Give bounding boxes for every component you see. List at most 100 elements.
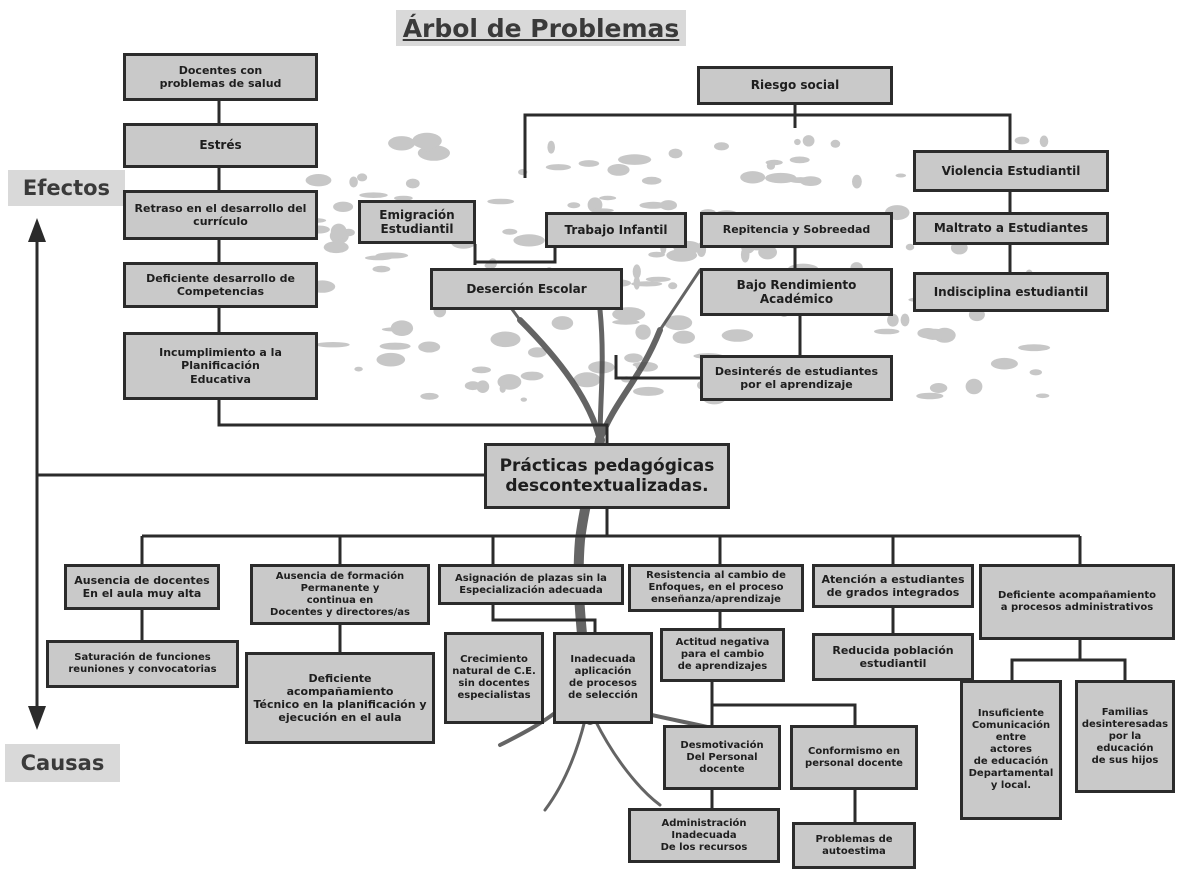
leaf-blot: [635, 324, 651, 340]
leaf-blot: [766, 162, 776, 170]
leaf-blot: [765, 172, 797, 184]
leaf-blot: [490, 331, 521, 348]
leaf-blot: [412, 132, 442, 149]
cause-actitud-negativa: Actitud negativa para el cambio de apren…: [660, 628, 785, 682]
leaf-blot: [497, 374, 522, 390]
leaf-blot: [487, 198, 515, 205]
cause-reducida-poblacion: Reducida población estudiantil: [812, 633, 974, 681]
leaf-blot: [394, 195, 413, 201]
leaf-blot: [551, 316, 574, 330]
leaf-blot: [721, 329, 754, 342]
leaf-blot: [633, 276, 640, 290]
leaf-blot: [740, 171, 766, 184]
effect-desercion-escolar: Deserción Escolar: [430, 268, 623, 310]
up-arrow-icon: [28, 218, 46, 242]
leaf-blot: [794, 138, 801, 146]
leaf-blot: [612, 307, 646, 322]
effect-incumplimiento-planificacion: Incumplimiento a la Planificación Educat…: [123, 332, 318, 400]
leaf-blot: [364, 255, 393, 261]
leaf-blot: [388, 136, 416, 151]
leaf-blot: [612, 319, 640, 325]
cause-atencion-grados: Atención a estudiantes de grados integra…: [812, 564, 974, 608]
leaf-blot: [599, 195, 617, 201]
leaf-blot: [520, 397, 527, 402]
leaf-blot: [632, 264, 641, 280]
leaf-blot: [740, 246, 750, 263]
leaf-blot: [372, 265, 391, 273]
leaf-blot: [929, 383, 948, 393]
cause-deficiente-acompanamiento-admin: Deficiente acompañamiento a procesos adm…: [979, 564, 1175, 640]
leaf-blot: [520, 371, 544, 381]
leaf-blot: [1014, 136, 1030, 145]
leaf-blot: [874, 328, 900, 335]
leaf-blot: [357, 173, 368, 182]
effect-riesgo-social: Riesgo social: [697, 66, 893, 105]
effect-estres: Estrés: [123, 123, 318, 168]
leaf-blot: [789, 156, 810, 164]
down-arrow-icon: [28, 706, 46, 730]
effect-indisciplina-estudiantil: Indisciplina estudiantil: [913, 272, 1109, 312]
leaf-blot: [528, 347, 547, 358]
cause-insuficiente-comunicacion: Insuficiente Comunicación entre actores …: [960, 680, 1062, 820]
leaf-blot: [464, 381, 481, 391]
cause-deficiente-acompanamiento-tecnico: Deficiente acompañamiento Técnico en la …: [245, 652, 435, 744]
cause-problemas-autoestima: Problemas de autoestima: [792, 822, 916, 869]
effect-repitencia-sobreedad: Repitencia y Sobreedad: [700, 212, 893, 248]
leaf-blot: [1039, 135, 1049, 148]
leaf-blot: [641, 176, 662, 185]
cause-crecimiento-natural: Crecimiento natural de C.E. sin docentes…: [444, 632, 544, 724]
effect-maltrato-estudiantes: Maltrato a Estudiantes: [913, 212, 1109, 245]
leaf-blot: [471, 366, 491, 374]
central-problem-box: Prácticas pedagógicas descontextualizada…: [484, 443, 730, 509]
leaf-blot: [922, 328, 948, 340]
leaf-blot: [405, 178, 420, 189]
leaf-blot: [305, 174, 332, 187]
leaf-blot: [484, 262, 493, 269]
leaf-blot: [333, 201, 354, 212]
leaf-blot: [645, 276, 671, 282]
leaf-blot: [668, 148, 683, 159]
leaf-blot: [354, 366, 363, 372]
leaf-blot: [1018, 344, 1051, 352]
leaf-blot: [578, 160, 600, 167]
cause-saturacion-funciones: Saturación de funciones reuniones y conv…: [46, 640, 239, 688]
leaf-blot: [607, 164, 630, 176]
cause-asignacion-plazas: Asignación de plazas sin la Especializac…: [438, 564, 624, 605]
leaf-blot: [513, 234, 545, 247]
leaf-blot: [668, 282, 678, 290]
causes-label: Causas: [5, 744, 120, 782]
leaf-blot: [420, 392, 439, 400]
leaf-blot: [664, 315, 693, 331]
cause-ausencia-formacion: Ausencia de formación Permanente y conti…: [250, 564, 430, 625]
leaf-blot: [315, 342, 350, 348]
leaf-blot: [624, 353, 643, 363]
leaf-blot: [758, 245, 777, 260]
effect-trabajo-infantil: Trabajo Infantil: [545, 212, 687, 248]
leaf-blot: [802, 135, 815, 147]
effect-bajo-rendimiento: Bajo Rendimiento Académico: [700, 268, 893, 316]
leaf-blot: [591, 208, 614, 213]
leaf-blot: [545, 164, 572, 171]
leaf-blot: [648, 251, 665, 258]
leaf-blot: [573, 372, 601, 388]
leaf-blot: [852, 174, 862, 189]
leaf-blot: [905, 243, 915, 251]
leaf-blot: [830, 139, 841, 148]
leaf-blot: [390, 320, 414, 337]
leaf-blot: [349, 176, 358, 188]
effect-docentes-salud: Docentes con problemas de salud: [123, 53, 318, 101]
leaf-blot: [379, 342, 411, 350]
leaf-blot: [639, 201, 668, 209]
cause-conformismo-docente: Conformismo en personal docente: [790, 725, 918, 790]
effect-violencia-estudiantil: Violencia Estudiantil: [913, 150, 1109, 192]
leaf-blot: [502, 228, 518, 235]
effect-emigracion-estudiantil: Emigración Estudiantil: [358, 200, 476, 244]
leaf-blot: [887, 313, 899, 327]
effect-desinteres-estudiantes: Desinterés de estudiantes por el aprendi…: [700, 355, 893, 401]
cause-ausencia-docentes: Ausencia de docentes En el aula muy alta: [64, 564, 220, 610]
leaf-blot: [323, 241, 349, 254]
cause-inadecuada-aplicacion: Inadecuada aplicación de procesos de sel…: [553, 632, 653, 724]
leaf-blot: [633, 386, 664, 396]
diagram-title: Árbol de Problemas: [396, 10, 686, 46]
leaf-blot: [547, 140, 555, 154]
